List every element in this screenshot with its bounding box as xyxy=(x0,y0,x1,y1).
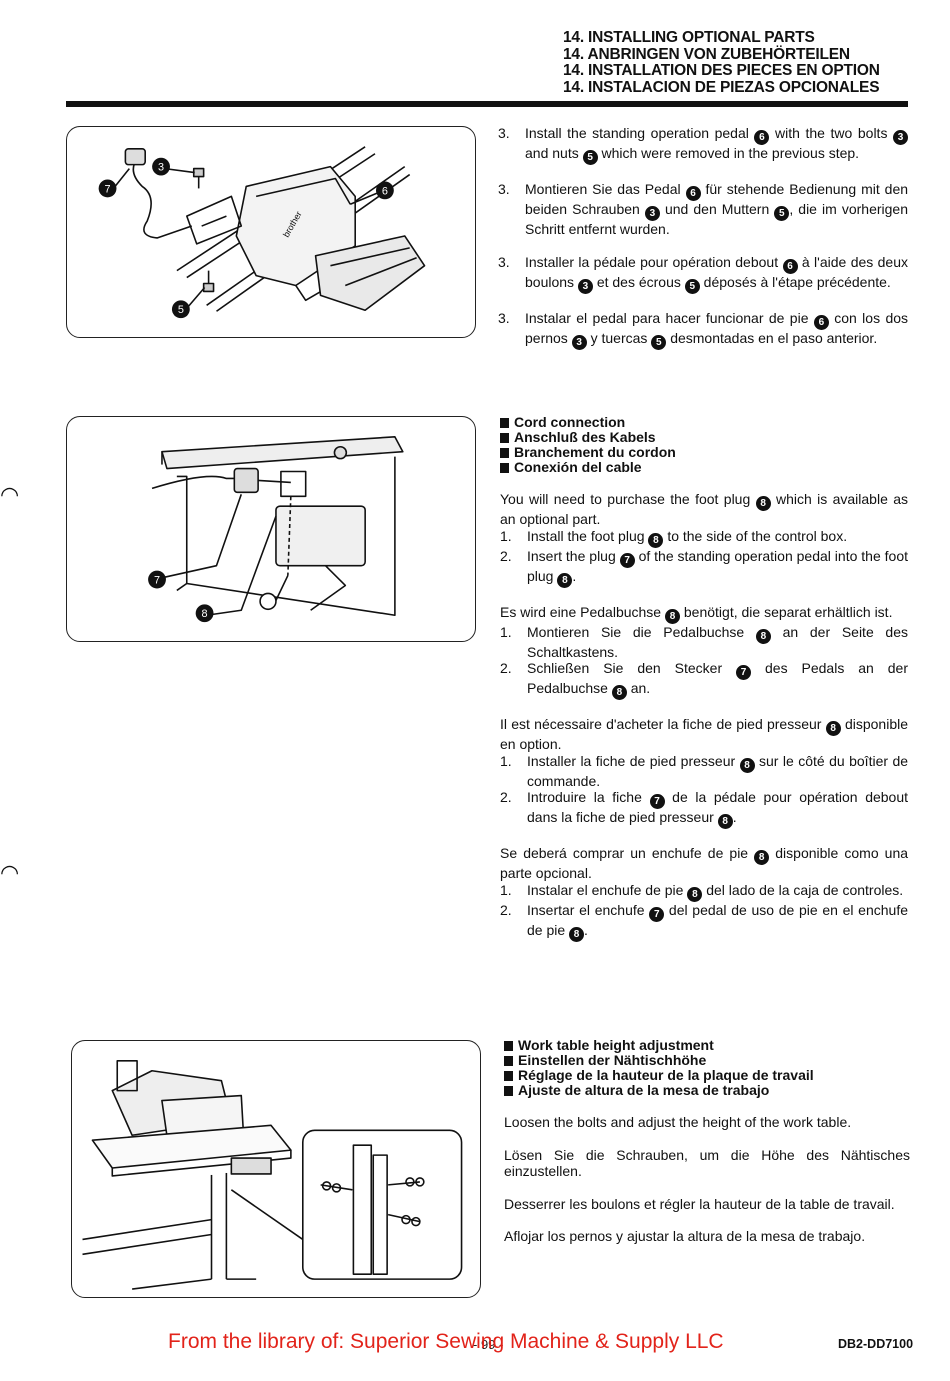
title-de: 14. ANBRINGEN VON ZUBEHÖRTEILEN xyxy=(563,45,850,63)
ref-bolt: 3 xyxy=(577,278,593,294)
callout-8: 8 xyxy=(195,604,214,623)
step3-es: 3. Instalar el pedal para hacer funciona… xyxy=(498,309,909,350)
cord-de: Es wird eine Pedalbuchse 8 benötigt, die… xyxy=(500,603,909,701)
ref-pedal: 6 xyxy=(754,130,770,145)
cord-connection-block: Cord connection Anschluß des Kabels Bran… xyxy=(500,415,908,958)
cord-es: Se deberá comprar un enchufe de pie 8 di… xyxy=(500,845,909,942)
cord-headings: Cord connection Anschluß des Kabels Bran… xyxy=(500,415,908,475)
cord-fr: Il est nécessaire d'acheter la fiche de … xyxy=(500,716,909,830)
figure-cord-connection: 7 8 xyxy=(66,416,476,642)
step3-block: 3. Install the standing operation pedal … xyxy=(498,125,909,350)
library-watermark: From the library of: Superior Sewing Mac… xyxy=(168,1330,724,1353)
ref-nut: 5 xyxy=(651,334,667,350)
callout-7: 7 xyxy=(98,179,117,198)
figure-pedal-install: brother 7 3 6 5 xyxy=(66,126,476,338)
work-table-illustration xyxy=(82,1060,463,1290)
page-number: - 99 - xyxy=(473,1337,504,1352)
ref-bolt: 3 xyxy=(571,334,587,350)
cord-en: You will need to purchase the foot plug … xyxy=(500,491,909,588)
cord-illustration: 7 8 xyxy=(148,436,404,623)
title-en: 14. INSTALLING OPTIONAL PARTS xyxy=(563,29,815,46)
ref-nut: 5 xyxy=(582,150,598,165)
ref-nut: 5 xyxy=(684,278,700,294)
pedal-illustration: brother 7 3 6 5 xyxy=(98,146,426,319)
step3-fr: 3. Installer la pédale pour opération de… xyxy=(498,253,909,294)
ref-pedal: 6 xyxy=(685,186,701,201)
callout-6: 6 xyxy=(376,181,394,200)
callout-3: 3 xyxy=(152,157,170,176)
svg-text:7: 7 xyxy=(154,575,160,587)
svg-text:3: 3 xyxy=(158,162,164,174)
binding-mark: ◠ xyxy=(0,860,20,885)
ref-bolt: 3 xyxy=(893,130,909,145)
callout-5: 5 xyxy=(171,300,190,319)
table-es: Aflojar los pernos y ajustar la altura d… xyxy=(504,1228,866,1245)
step3-en: 3. Install the standing operation pedal … xyxy=(498,125,909,165)
document-code: DB2-DD7100 xyxy=(838,1337,914,1351)
ref-bolt: 3 xyxy=(644,206,660,221)
table-en: Loosen the bolts and adjust the height o… xyxy=(504,1114,852,1130)
svg-text:5: 5 xyxy=(178,304,184,316)
ref-pedal: 6 xyxy=(782,258,798,274)
step3-de: 3. Montieren Sie das Pedal 6 für stehend… xyxy=(498,181,909,237)
ref-pedal: 6 xyxy=(813,314,829,330)
work-table-block: Work table height adjustment Einstellen … xyxy=(504,1038,910,1261)
svg-text:8: 8 xyxy=(202,608,208,620)
table-de: Lösen Sie die Schrauben, um die Höhe des… xyxy=(504,1146,910,1180)
figure-work-table xyxy=(71,1040,481,1298)
binding-mark: ◠ xyxy=(0,482,20,507)
ref-nut: 5 xyxy=(774,206,790,221)
section-header: 14. INSTALLING OPTIONAL PARTS 14. ANBRIN… xyxy=(563,29,923,96)
title-fr: 14. INSTALLATION DES PIECES EN OPTION xyxy=(563,62,880,79)
table-headings: Work table height adjustment Einstellen … xyxy=(504,1038,910,1098)
svg-text:6: 6 xyxy=(382,185,388,197)
svg-text:7: 7 xyxy=(105,183,111,195)
header-rule xyxy=(66,101,908,107)
callout-7: 7 xyxy=(148,570,166,589)
ref-foot-plug: 8 xyxy=(755,496,771,511)
title-es: 14. INSTALACION DE PIEZAS OPCIONALES xyxy=(563,78,880,96)
table-fr: Desserrer les boulons et régler la haute… xyxy=(504,1195,895,1212)
ref-plug: 7 xyxy=(619,552,635,568)
